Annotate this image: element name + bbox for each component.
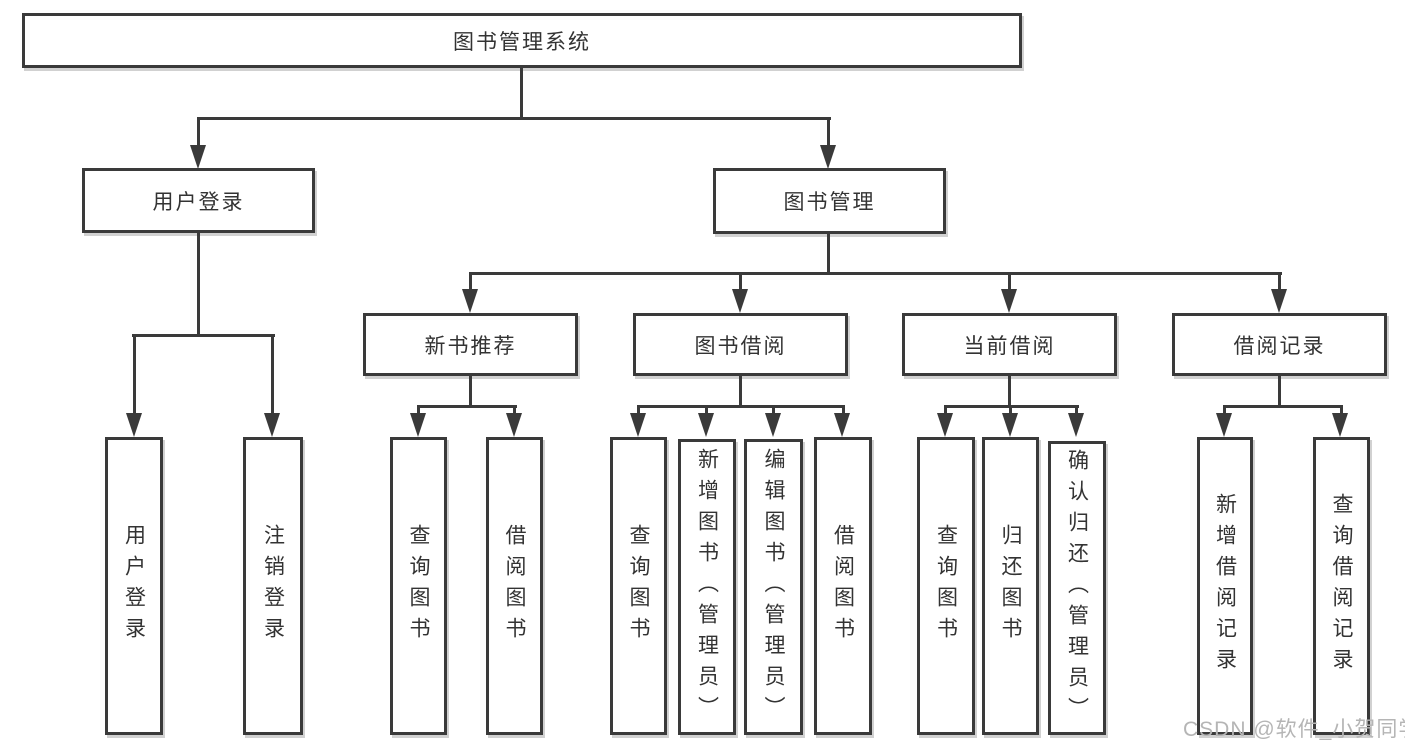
leaf-logout: 注销登录	[243, 437, 303, 735]
arrow-down-icon	[1271, 289, 1287, 313]
csdn-watermark: CSDN @软件_小贺同学	[1183, 718, 1405, 741]
arrow-down-icon	[264, 413, 280, 437]
leaf-label: 查询借阅记录	[1330, 493, 1353, 679]
connector-line	[197, 117, 200, 147]
leaf-label: 编辑图书（管理员）	[762, 447, 785, 727]
connector-line	[1075, 405, 1078, 417]
node-current-borrowing: 当前借阅	[902, 313, 1117, 376]
node-borrowing-records: 借阅记录	[1172, 313, 1387, 376]
arrow-down-icon	[1068, 413, 1084, 437]
connector-line	[637, 405, 845, 408]
leaf-label: 查询图书	[407, 524, 430, 648]
leaf-borrow-book: 借阅图书	[814, 437, 872, 735]
arrow-down-icon	[410, 413, 426, 437]
connector-line	[1278, 376, 1281, 407]
connector-line	[1223, 405, 1343, 408]
arrow-down-icon	[190, 145, 206, 169]
connector-line	[132, 334, 275, 337]
node-library-system: 图书管理系统	[22, 13, 1022, 68]
connector-line	[739, 272, 742, 292]
connector-line	[944, 405, 947, 417]
connector-line	[197, 233, 200, 336]
leaf-confirm-return-admin: 确认归还（管理员）	[1048, 441, 1106, 735]
leaf-label: 借阅图书	[503, 524, 526, 648]
leaf-query-book-borrowing: 查询图书	[610, 437, 667, 735]
arrow-down-icon	[506, 413, 522, 437]
arrow-down-icon	[820, 145, 836, 169]
leaf-label: 新增借阅记录	[1213, 493, 1237, 679]
leaf-return-book: 归还图书	[982, 437, 1039, 735]
arrow-down-icon	[1001, 289, 1017, 313]
connector-line	[705, 405, 708, 417]
node-label: 图书借阅	[694, 334, 787, 358]
connector-line	[469, 272, 472, 292]
connector-line	[469, 376, 472, 407]
connector-line	[1340, 405, 1343, 417]
arrow-down-icon	[1002, 413, 1018, 437]
arrow-down-icon	[834, 413, 850, 437]
connector-line	[417, 405, 420, 417]
leaf-label: 查询图书	[934, 524, 958, 648]
leaf-user-login: 用户登录	[105, 437, 163, 735]
node-user-login: 用户登录	[82, 168, 315, 233]
leaf-label: 新增图书（管理员）	[695, 447, 719, 727]
node-label: 用户登录	[152, 190, 245, 214]
leaf-add-borrow-record: 新增借阅记录	[1197, 437, 1253, 735]
node-label: 图书管理系统	[453, 30, 591, 54]
leaf-add-book-admin: 新增图书（管理员）	[678, 439, 736, 735]
connector-line	[827, 234, 830, 275]
connector-line	[637, 405, 640, 417]
connector-line	[1008, 272, 1011, 292]
connector-line	[513, 405, 516, 417]
leaf-edit-book-admin: 编辑图书（管理员）	[744, 439, 803, 735]
arrow-down-icon	[937, 413, 953, 437]
arrow-down-icon	[765, 413, 781, 437]
connector-line	[520, 68, 523, 118]
connector-line	[417, 405, 517, 408]
connector-line	[827, 117, 830, 147]
leaf-label: 查询图书	[627, 524, 650, 648]
connector-line	[842, 405, 845, 417]
leaf-query-book-current: 查询图书	[917, 437, 975, 735]
arrow-down-icon	[1332, 413, 1348, 437]
connector-line	[1008, 376, 1011, 407]
leaf-label: 注销登录	[261, 524, 285, 648]
connector-line	[469, 272, 1282, 275]
connector-line	[1009, 405, 1012, 417]
arrow-down-icon	[1216, 413, 1232, 437]
node-book-borrowing: 图书借阅	[633, 313, 848, 376]
leaf-label: 确认归还（管理员）	[1065, 448, 1089, 728]
node-label: 当前借阅	[963, 334, 1056, 358]
connector-line	[1223, 405, 1226, 417]
connector-line	[739, 376, 742, 408]
leaf-label: 用户登录	[122, 524, 146, 648]
node-book-management: 图书管理	[713, 168, 946, 234]
arrow-down-icon	[126, 413, 142, 437]
node-label: 图书管理	[783, 191, 876, 214]
leaf-borrow-book-recommend: 借阅图书	[486, 437, 543, 735]
node-new-book-recommend: 新书推荐	[363, 313, 578, 376]
arrow-down-icon	[698, 413, 714, 437]
arrow-down-icon	[462, 289, 478, 313]
node-label: 借阅记录	[1233, 334, 1326, 358]
leaf-query-book-recommend: 查询图书	[390, 437, 447, 735]
connector-line	[1278, 272, 1281, 292]
connector-line	[772, 405, 775, 417]
connector-line	[271, 334, 274, 415]
leaf-query-borrow-record: 查询借阅记录	[1313, 437, 1370, 735]
connector-line	[197, 117, 831, 120]
arrow-down-icon	[732, 289, 748, 313]
leaf-label: 借阅图书	[831, 524, 855, 648]
connector-line	[133, 334, 136, 415]
leaf-label: 归还图书	[999, 524, 1022, 648]
node-label: 新书推荐	[424, 334, 517, 358]
arrow-down-icon	[630, 413, 646, 437]
